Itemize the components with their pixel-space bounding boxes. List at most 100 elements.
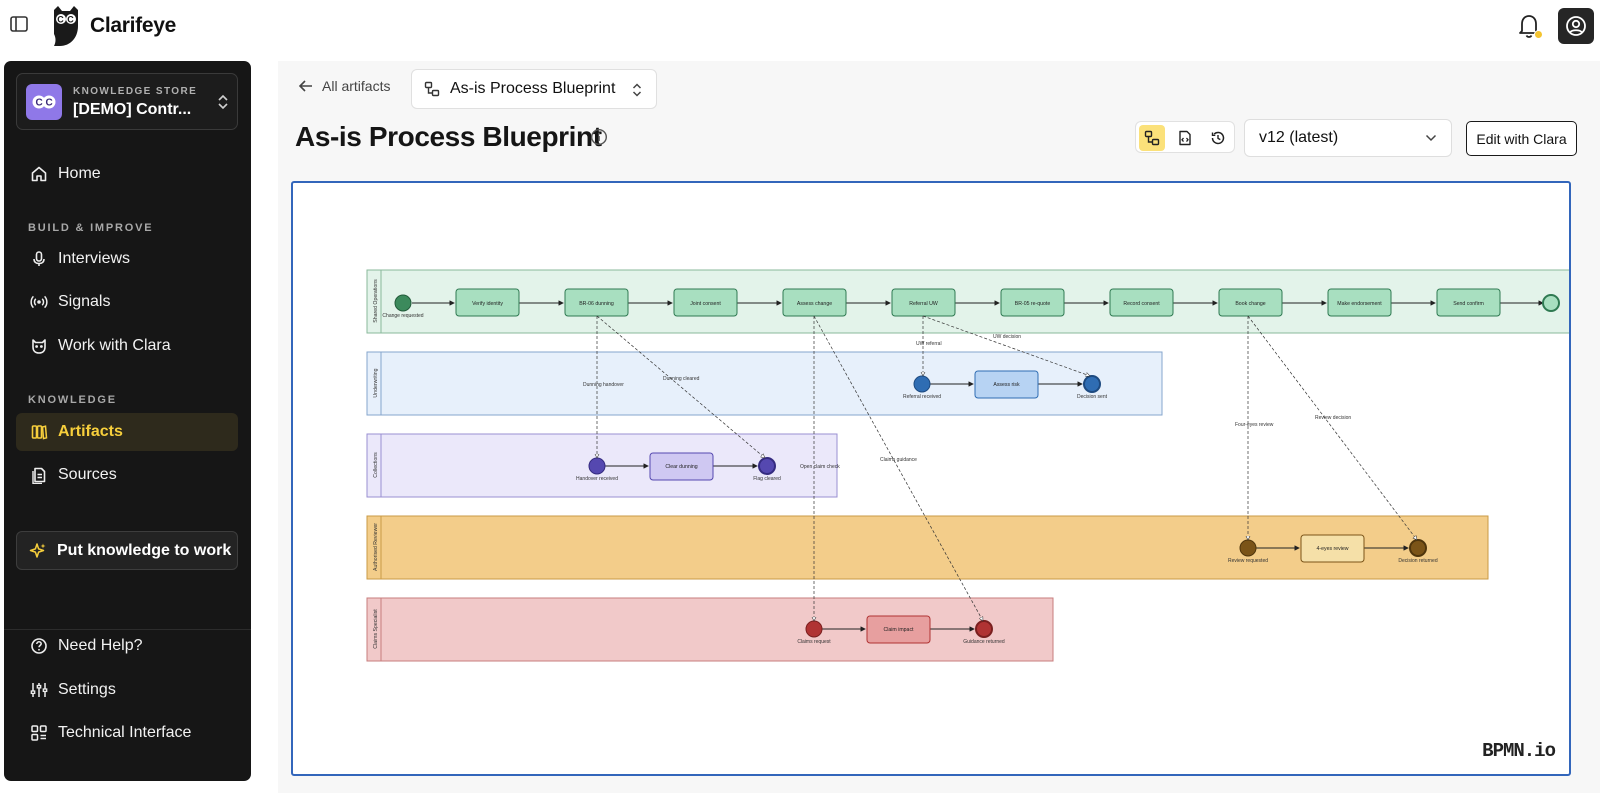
nav-technical-interface[interactable]: Technical Interface <box>16 714 238 752</box>
underwriting-flow: Assess risk Referral received Decision s… <box>903 370 1108 400</box>
put-knowledge-to-work-button[interactable]: Put knowledge to work <box>16 531 238 570</box>
artifact-select[interactable]: As-is Process Blueprint <box>411 69 657 109</box>
message-flow-claims-guidance[interactable] <box>813 315 984 621</box>
event-label: Decision returned <box>1398 558 1437 564</box>
chevron-up-down-icon <box>218 94 228 110</box>
task-label: BR-06 dunning <box>579 301 614 307</box>
edit-with-clara-button[interactable]: Edit with Clara <box>1466 121 1577 156</box>
nav-artifacts[interactable]: Artifacts <box>16 413 238 451</box>
owl-logo-icon: C C <box>54 6 78 46</box>
process-flow-icon <box>424 81 440 97</box>
nav-interviews[interactable]: Interviews <box>16 240 238 278</box>
file-code-icon <box>1179 130 1191 146</box>
start-event-change-requested[interactable]: Change requested <box>382 294 424 319</box>
claims-flow: Claim impact Claims request Guidance ret… <box>797 615 1005 645</box>
flow-label: Review decision <box>1315 415 1351 421</box>
arrow-left-icon <box>298 80 312 92</box>
task-joint-consent[interactable] <box>673 288 738 317</box>
task-label: Book change <box>1235 301 1265 307</box>
store-kicker: KNOWLEDGE STORE <box>73 86 198 97</box>
user-circle-icon <box>1566 16 1586 36</box>
profile-button[interactable] <box>1558 8 1594 44</box>
nav-interviews-label: Interviews <box>58 250 131 267</box>
end-event-guidance-returned[interactable] <box>975 620 993 638</box>
chevron-down-icon <box>1425 134 1437 142</box>
task-br06-dunning[interactable] <box>564 288 629 317</box>
bpmn-diagram[interactable]: Shared Operations Underwriting Collectio… <box>293 183 1571 776</box>
version-select[interactable]: v12 (latest) <box>1244 119 1452 157</box>
message-flow-dunning-cleared[interactable] <box>596 315 765 458</box>
end-event-decision-sent[interactable] <box>1083 375 1101 393</box>
start-event-review-requested[interactable] <box>1239 539 1257 557</box>
start-event-claims-request[interactable] <box>805 620 823 638</box>
history-view-button[interactable] <box>1205 125 1231 151</box>
nav-home[interactable]: Home <box>16 155 238 193</box>
put-knowledge-label: Put knowledge to work <box>57 541 232 559</box>
event-label: Guidance returned <box>963 639 1005 645</box>
owl-icon <box>32 339 46 354</box>
back-to-artifacts-link[interactable]: All artifacts <box>298 78 390 94</box>
app-logo[interactable]: C C Clarifeye <box>46 4 176 48</box>
task-label: Clear dunning <box>665 464 697 470</box>
nav-signals[interactable]: Signals <box>16 283 238 321</box>
bpmn-canvas[interactable]: Shared Operations Underwriting Collectio… <box>291 181 1571 776</box>
event-label: Decision sent <box>1077 394 1108 400</box>
task-record-consent[interactable] <box>1109 288 1174 317</box>
task-assess-risk[interactable] <box>974 370 1039 399</box>
nav-settings-label: Settings <box>58 681 116 698</box>
nav-work-with-clara[interactable]: Work with Clara <box>16 327 238 365</box>
diagram-view-button[interactable] <box>1139 125 1165 151</box>
task-label: Assess change <box>797 301 832 307</box>
chevron-up-down-icon <box>632 83 642 97</box>
message-flow-review-decision[interactable] <box>1247 315 1417 540</box>
svg-text:C: C <box>36 98 43 109</box>
microphone-icon <box>33 251 45 266</box>
start-event-handover-received[interactable] <box>588 457 606 475</box>
nav-work-with-clara-label: Work with Clara <box>58 337 171 354</box>
task-label: Verify identity <box>472 301 503 307</box>
top-bar: C C Clarifeye <box>0 0 1600 52</box>
nav-artifacts-label: Artifacts <box>58 423 123 440</box>
section-knowledge: KNOWLEDGE <box>28 394 117 406</box>
end-event-shared[interactable] <box>1542 294 1560 312</box>
task-label: Make endorsement <box>1337 301 1382 307</box>
code-view-button[interactable] <box>1172 125 1198 151</box>
start-event-referral-received[interactable] <box>913 375 931 393</box>
event-label: Handover received <box>576 476 618 482</box>
task-claim-impact[interactable] <box>866 615 931 644</box>
end-event-flag-cleared[interactable] <box>758 457 776 475</box>
nav-settings[interactable]: Settings <box>16 671 238 709</box>
flow-label: Four-eyes review <box>1235 422 1274 428</box>
task-send-confirm[interactable] <box>1436 288 1501 317</box>
nav-sources[interactable]: Sources <box>16 456 238 494</box>
end-event-decision-returned[interactable] <box>1409 539 1427 557</box>
sidebar-divider <box>4 629 251 630</box>
bpmn-io-watermark[interactable]: BPMN.io <box>1482 740 1556 762</box>
flow-label: UW referral <box>916 341 942 347</box>
event-label: Claims request <box>797 639 831 645</box>
version-select-value: v12 (latest) <box>1259 129 1339 146</box>
svg-text:C: C <box>57 14 64 24</box>
event-label: Referral received <box>903 394 941 400</box>
task-br05-requote[interactable] <box>1000 288 1065 317</box>
lane-underwriting[interactable]: Underwriting <box>366 351 1163 416</box>
lane-claims-specialist[interactable]: Claims Specialist <box>366 597 1054 662</box>
nav-need-help-label: Need Help? <box>58 637 143 654</box>
nav-need-help[interactable]: Need Help? <box>16 627 238 665</box>
task-make-endorsement[interactable] <box>1327 288 1392 317</box>
task-clear-dunning[interactable] <box>649 452 714 481</box>
task-book-change[interactable] <box>1218 288 1283 317</box>
sparkle-icon <box>29 542 46 558</box>
message-flow-uw-decision[interactable] <box>922 315 1090 376</box>
task-4-eyes-review[interactable] <box>1300 534 1365 563</box>
info-icon[interactable] <box>590 128 608 146</box>
task-label: Joint consent <box>690 301 721 307</box>
notification-badge <box>1534 30 1543 39</box>
task-assess-change[interactable] <box>782 288 847 317</box>
section-build-improve: BUILD & IMPROVE <box>28 222 154 234</box>
task-verify-identity[interactable] <box>455 288 520 317</box>
notifications-bell-icon[interactable] <box>1516 12 1542 40</box>
sidebar-toggle-icon[interactable] <box>10 16 28 32</box>
